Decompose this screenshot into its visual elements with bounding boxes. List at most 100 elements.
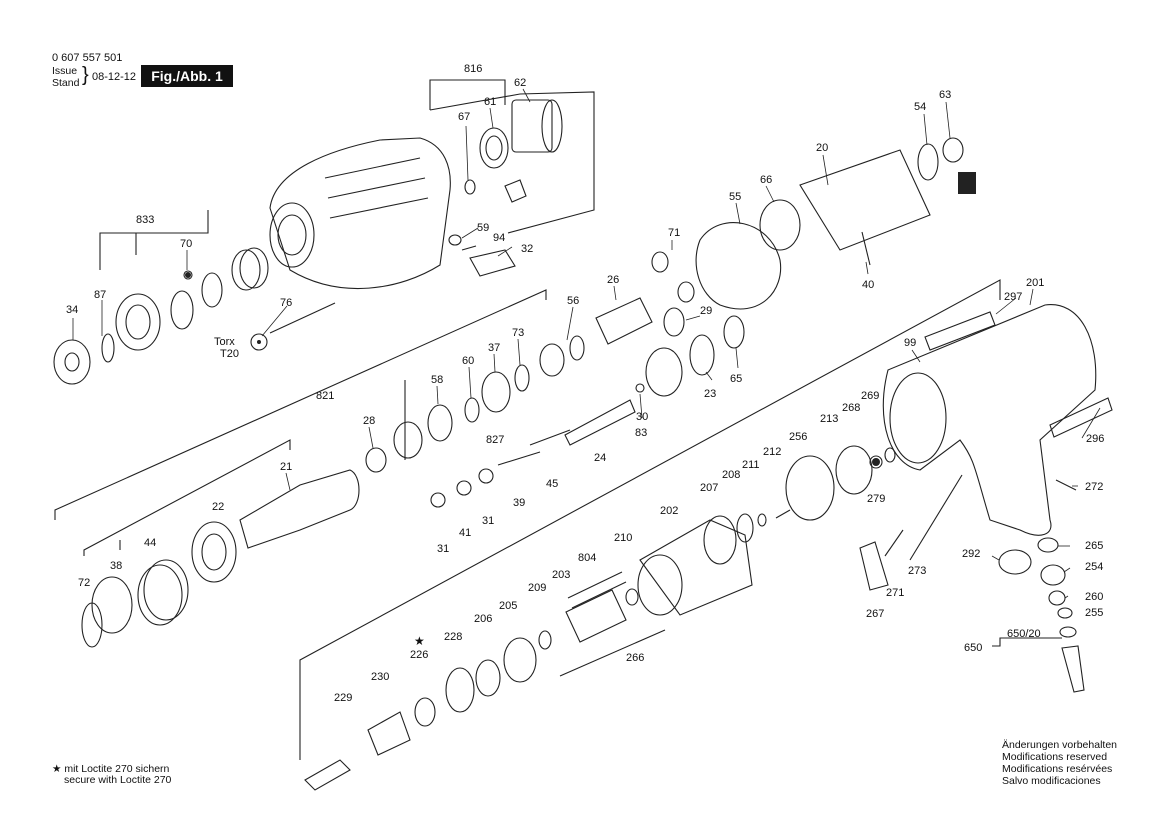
group-bracket-821 bbox=[83, 439, 291, 556]
label-31b: 31 bbox=[482, 515, 494, 527]
part-212 bbox=[775, 509, 791, 519]
part-54 bbox=[917, 143, 939, 181]
label-99: 99 bbox=[904, 337, 916, 349]
part-297 bbox=[924, 311, 996, 351]
part-201-housing bbox=[882, 304, 1097, 536]
group-bracket-833 bbox=[99, 210, 209, 270]
part-87 bbox=[101, 333, 115, 363]
label-804: 804 bbox=[578, 552, 596, 564]
label-58: 58 bbox=[431, 374, 443, 386]
part-272 bbox=[1055, 479, 1077, 491]
part-209 bbox=[538, 630, 552, 650]
issue-label: Issue bbox=[52, 65, 78, 77]
part-210 bbox=[625, 588, 639, 606]
label-297: 297 bbox=[1004, 291, 1022, 303]
label-266: 266 bbox=[626, 652, 644, 664]
part-265 bbox=[1037, 537, 1059, 553]
label-56: 56 bbox=[567, 295, 579, 307]
label-203: 203 bbox=[552, 569, 570, 581]
label-255: 255 bbox=[1085, 607, 1103, 619]
gear-housing bbox=[269, 137, 451, 289]
part-255 bbox=[1057, 607, 1073, 619]
part-804 bbox=[567, 571, 627, 609]
label-29: 29 bbox=[700, 305, 712, 317]
label-71: 71 bbox=[668, 227, 680, 239]
part-20 bbox=[799, 149, 931, 251]
label-40: 40 bbox=[862, 279, 874, 291]
label-30: 30 bbox=[636, 411, 648, 423]
part-208 bbox=[736, 513, 754, 543]
part-38 bbox=[91, 576, 133, 634]
label-833: 833 bbox=[136, 214, 154, 226]
label-260: 260 bbox=[1085, 591, 1103, 603]
issue-date: 08-12-12 bbox=[92, 71, 137, 83]
label-39: 39 bbox=[513, 497, 525, 509]
label-44: 44 bbox=[144, 537, 156, 549]
part-203 bbox=[565, 589, 627, 643]
label-207: 207 bbox=[700, 482, 718, 494]
part-60 bbox=[464, 397, 480, 423]
part-206 bbox=[475, 659, 501, 697]
part-65 bbox=[723, 315, 745, 349]
part-70 bbox=[183, 270, 193, 280]
label-268: 268 bbox=[842, 402, 860, 414]
label-38: 38 bbox=[110, 560, 122, 572]
part-230 bbox=[367, 711, 411, 756]
part-292 bbox=[998, 549, 1032, 575]
part-207 bbox=[703, 515, 737, 565]
label-76: 76 bbox=[280, 297, 292, 309]
group-bracket-650 bbox=[992, 637, 1062, 647]
part-269 bbox=[884, 447, 896, 463]
torx-size: T20 bbox=[220, 348, 239, 360]
part-650 bbox=[1061, 645, 1085, 693]
frame-lower bbox=[299, 279, 1001, 760]
part-202 bbox=[639, 519, 753, 616]
footer-line-4: Salvo modificaciones bbox=[1002, 775, 1101, 787]
part-58 bbox=[427, 404, 453, 442]
part-56 bbox=[539, 343, 565, 377]
label-226: 226 bbox=[410, 649, 428, 661]
label-31a: 31 bbox=[437, 543, 449, 555]
torx-screw bbox=[250, 333, 268, 351]
label-279: 279 bbox=[867, 493, 885, 505]
label-37: 37 bbox=[488, 342, 500, 354]
label-212: 212 bbox=[763, 446, 781, 458]
label-650-20: 650/20 bbox=[1007, 628, 1041, 640]
footer-line-1: Änderungen vorbehalten bbox=[1002, 739, 1118, 751]
label-67: 67 bbox=[458, 111, 470, 123]
label-254: 254 bbox=[1085, 561, 1103, 573]
part-34 bbox=[53, 339, 91, 385]
label-23: 23 bbox=[704, 388, 716, 400]
part-205 bbox=[503, 637, 537, 683]
label-34: 34 bbox=[66, 304, 78, 316]
part-63-label-plate bbox=[958, 172, 976, 194]
part-39 bbox=[497, 451, 541, 466]
label-32: 32 bbox=[521, 243, 533, 255]
label-26: 26 bbox=[607, 274, 619, 286]
part-37 bbox=[481, 371, 511, 413]
part-63 bbox=[942, 137, 964, 163]
housing-front bbox=[269, 202, 315, 268]
part-32 bbox=[469, 249, 516, 277]
label-63: 63 bbox=[939, 89, 951, 101]
label-256: 256 bbox=[789, 431, 807, 443]
label-59: 59 bbox=[477, 222, 489, 234]
footer-line-3: Modifications resérvées bbox=[1002, 763, 1113, 775]
part-273 bbox=[909, 474, 963, 561]
label-73: 73 bbox=[512, 327, 524, 339]
label-70: 70 bbox=[180, 238, 192, 250]
part-23 bbox=[689, 334, 715, 376]
label-62: 62 bbox=[514, 77, 526, 89]
part-296 bbox=[1049, 397, 1113, 438]
label-267: 267 bbox=[866, 608, 884, 620]
part-24 bbox=[564, 399, 636, 446]
part-254 bbox=[1040, 564, 1066, 586]
figure-badge: Fig./Abb. 1 bbox=[141, 65, 233, 87]
torx-label: Torx bbox=[214, 336, 235, 348]
label-296: 296 bbox=[1086, 433, 1104, 445]
label-28: 28 bbox=[363, 415, 375, 427]
label-206: 206 bbox=[474, 613, 492, 625]
part-271 bbox=[884, 529, 904, 557]
